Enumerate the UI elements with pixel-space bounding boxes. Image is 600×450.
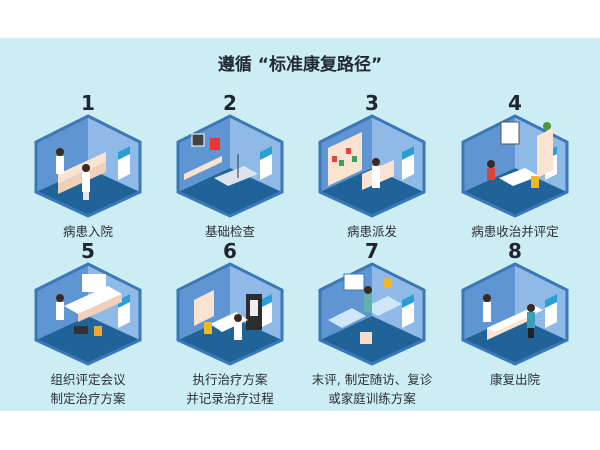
step-label-line: 或家庭训练方案 (328, 391, 416, 406)
door-icon (545, 294, 557, 328)
door-icon (260, 146, 272, 180)
step-label: 病患派发 (301, 222, 443, 241)
door-icon (118, 146, 130, 180)
step-number: 5 (81, 239, 95, 263)
room-edge (318, 262, 426, 366)
step-number: 3 (365, 91, 379, 115)
step-2: 2 基础检查 (159, 92, 301, 241)
step-8: 8 康复出院 (444, 240, 586, 389)
room-edge (34, 114, 142, 218)
step-label-line: 基础检查 (204, 224, 255, 239)
room-edge (461, 114, 569, 218)
room-furniture-and-people (483, 294, 543, 340)
step-label: 执行治疗方案并记录治疗过程 (159, 370, 301, 408)
room-edge (34, 262, 142, 366)
step-label: 康复出院 (444, 370, 586, 389)
room-edge (461, 262, 569, 366)
room-furniture-and-people (56, 148, 106, 200)
step-number: 1 (81, 91, 95, 115)
room-furniture-and-people (194, 290, 262, 340)
meeting-room-illustration (34, 262, 142, 366)
room-furniture-and-people (184, 133, 258, 186)
exam-room-room-illustration (176, 114, 284, 218)
step-1: 1 病患入院 (17, 92, 159, 241)
step-label-line: 末评, 制定随访、复诊 (311, 372, 433, 387)
room-edge (318, 114, 426, 218)
room-furniture-and-people (56, 274, 122, 336)
door-icon (260, 294, 272, 328)
step-label-line: 组织评定会议 (50, 372, 126, 387)
step-number: 7 (365, 239, 379, 263)
step-label-line: 康复出院 (489, 372, 540, 387)
page-title: 遵循 “标准康复路径” (217, 55, 383, 75)
door-icon (402, 294, 414, 328)
step-label: 病患入院 (17, 222, 159, 241)
step-5: 5 组织评定会议制定治疗方案 (17, 240, 159, 408)
room-furniture-and-people (328, 273, 402, 344)
step-label-line: 并记录治疗过程 (186, 391, 274, 406)
step-label: 基础检查 (159, 222, 301, 241)
step-label: 末评, 制定随访、复诊或家庭训练方案 (301, 370, 443, 408)
room-edge (176, 262, 284, 366)
door-icon (118, 294, 130, 328)
pharmacy-room-illustration (318, 114, 426, 218)
step-label: 组织评定会议制定治疗方案 (17, 370, 159, 408)
door-icon (402, 146, 414, 180)
step-4: 4 病患收治并评定 (444, 92, 586, 241)
step-label-line: 病患派发 (346, 224, 397, 239)
step-number: 8 (508, 239, 522, 263)
ward-room-illustration (318, 262, 426, 366)
step-6: 6 执行治疗方案并记录治疗过程 (159, 240, 301, 408)
step-label-line: 执行治疗方案 (192, 372, 268, 387)
step-label-line: 病患入院 (62, 224, 113, 239)
step-number: 4 (508, 91, 522, 115)
assessment-room-illustration (461, 114, 569, 218)
treatment-room-illustration (176, 262, 284, 366)
step-label-line: 制定治疗方案 (50, 391, 126, 406)
reception-room-illustration (34, 114, 142, 218)
step-3: 3 病患派发 (301, 92, 443, 241)
step-7: 7 末评, 制定随访、复诊或家庭训练方案 (301, 240, 443, 408)
step-label-line: 病患收治并评定 (471, 224, 559, 239)
step-label: 病患收治并评定 (444, 222, 586, 241)
room-furniture-and-people (328, 132, 394, 190)
room-edge (176, 114, 284, 218)
step-number: 6 (223, 239, 237, 263)
step-number: 2 (223, 91, 237, 115)
room-furniture-and-people (487, 121, 553, 188)
discharge-room-illustration (461, 262, 569, 366)
